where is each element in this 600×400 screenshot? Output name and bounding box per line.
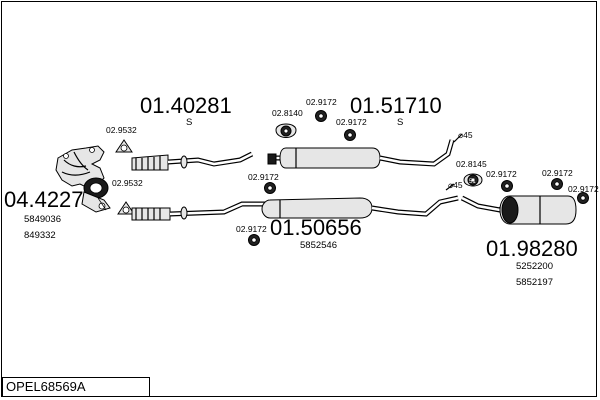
center-silencer-lower — [261, 195, 459, 219]
leader-lines — [97, 197, 107, 211]
label-clamp-d: 02.9172 — [236, 224, 267, 234]
part-ref-rear-silencer-1: 5252200 — [516, 261, 553, 272]
label-clamp-b: 02.9172 — [336, 117, 367, 127]
label-hanger-lower: 02.8145 — [456, 159, 487, 169]
title-box — [2, 377, 150, 397]
front-pipe-upper — [131, 151, 254, 171]
label-hanger-lower-num: 51 — [469, 179, 476, 185]
front-pipe-lower — [131, 201, 266, 221]
part-number-manifold: 04.4227 — [4, 187, 84, 212]
label-clamp-c: 02.9172 — [248, 172, 279, 182]
gasket-lower-icon — [117, 201, 135, 215]
label-hanger-upper: 02.8140 — [272, 108, 303, 118]
exhaust-manifold — [55, 145, 111, 213]
clamp-icon — [248, 110, 589, 246]
part-number-rear-silencer: 01.98280 — [486, 236, 578, 261]
label-gasket-lower: 02.9532 — [112, 178, 143, 188]
part-note-center-silencer: S — [397, 117, 403, 128]
part-ref-middle-silencer: 5852546 — [300, 240, 337, 251]
hanger-upper-icon — [275, 123, 297, 138]
label-gasket-upper: 02.9532 — [106, 125, 137, 135]
label-clamp-g: 02.9172 — [568, 184, 599, 194]
part-number-middle-silencer: 01.50656 — [270, 215, 362, 240]
rear-silencer — [460, 195, 577, 225]
label-diameter-lower: ⌀45 — [448, 180, 463, 190]
diameter-arrow-icon — [445, 133, 463, 191]
label-clamp-a: 02.9172 — [306, 97, 337, 107]
part-note-front-pipe: S — [186, 117, 192, 128]
center-silencer-upper — [267, 139, 455, 169]
part-number-center-silencer: 01.51710 — [350, 93, 442, 118]
part-ref-rear-silencer-2: 5852197 — [516, 277, 553, 288]
part-number-front-pipe: 01.40281 — [140, 93, 232, 118]
label-clamp-e: 02.9172 — [486, 169, 517, 179]
hanger-lower-icon — [463, 173, 483, 187]
label-clamp-f: 02.9172 — [542, 168, 573, 178]
part-ref-manifold-1: 5849036 — [24, 214, 61, 225]
gasket-upper-icon — [115, 139, 133, 153]
label-diameter-upper: ⌀45 — [458, 130, 473, 140]
diagram-title: OPEL68569A — [6, 379, 86, 394]
part-ref-manifold-2: 849332 — [24, 230, 56, 241]
